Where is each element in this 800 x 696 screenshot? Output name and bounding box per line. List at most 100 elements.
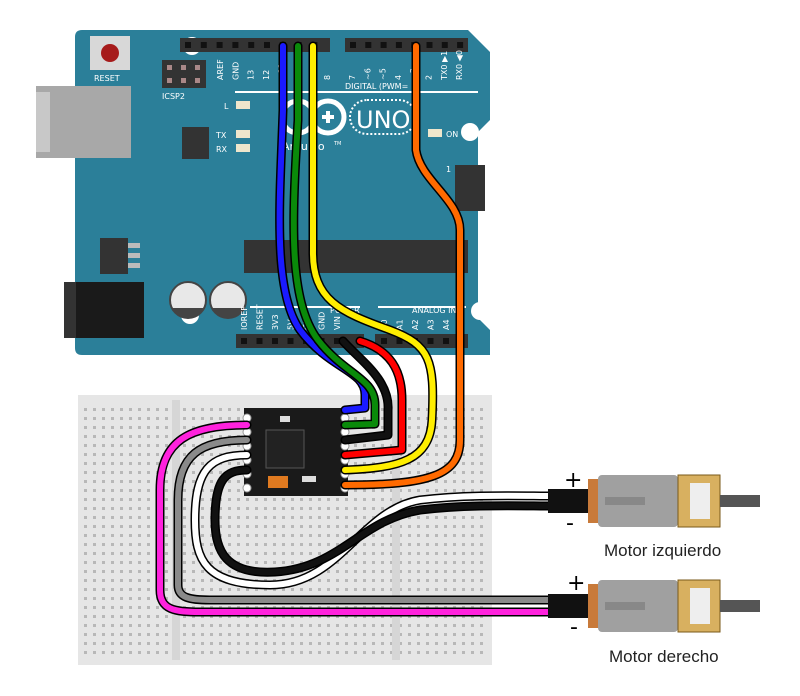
led-tx-label: TX [215,131,227,140]
magenta-wire [157,422,558,615]
led-l-label: L [224,102,229,111]
icsp-label: 1 [446,165,451,174]
white-wire [192,452,558,588]
motor-detail [605,497,645,505]
wires [155,41,560,617]
gearbox-window [690,483,710,519]
motor-right-plus: + [567,571,585,596]
header-pin [232,42,239,48]
power-pin-label: IOREF [240,306,249,330]
digital-pin-label: GND [231,62,240,80]
header-pin [365,42,372,48]
header-pin [264,42,270,48]
header-pin [272,338,278,344]
motor-left-plus: + [564,468,582,493]
digital-pin-label: 4 [394,75,403,80]
icsp-header [455,165,485,211]
led-on-label: ON [446,130,458,139]
power-pin-label: 3V3 [271,314,280,330]
icsp2-label: ICSP2 [162,92,185,101]
header-pin [216,42,223,48]
power-pin-label: VIN [333,316,342,330]
header-pin [381,338,387,344]
digital-pin-label: 12 [262,70,271,80]
header-pin [256,338,263,344]
led-tx [236,130,250,138]
analog-header-label: ANALOG IN [412,306,457,315]
header-pin [287,338,294,344]
motor-left-label: Motor izquierdo [604,541,721,560]
uno-logo-text: UNO [356,106,410,134]
motor-connector [548,594,588,618]
motor-terminal [588,479,598,523]
arduino-uno-board: RESET ICSP2 1 L TX RX ON [36,30,490,355]
red-wire [342,338,405,458]
green-wire [290,43,378,428]
motor-detail [605,602,645,610]
header-pin [334,338,340,344]
black-wire [340,338,392,443]
reset-button[interactable] [90,36,130,70]
header-pin [427,338,434,344]
power-jack [64,282,144,338]
motor-connector [548,489,588,513]
chip [182,127,209,159]
driver-pin [242,483,252,493]
motor-driver-module [242,408,350,496]
motor-shaft [720,600,760,612]
digital-pin-label: 2 [425,75,434,80]
digital-pin-label: 8 [323,75,332,80]
gearbox-window [690,588,710,624]
led-rx-label: RX [216,145,228,154]
motor-terminal [588,584,598,628]
tm-mark: TM [333,141,341,147]
led-on [428,129,442,137]
header-pin [185,42,191,48]
voltage-regulator [100,238,128,274]
orange-wire [342,43,463,488]
header-pin [241,338,247,344]
header-pin [457,42,464,48]
header-pin [248,42,255,48]
digital-pin-label: ~5 [379,68,388,80]
analog-pin-label: A4 [442,319,451,330]
usb-port [36,86,131,158]
header-pin [350,42,356,48]
digital-header-left [180,38,330,52]
digital-header-label: DIGITAL (PWM= ~) [345,82,421,91]
header-pin [441,42,448,48]
motor-right-label: Motor derecho [609,647,719,666]
black-motor-wire [212,467,558,576]
digital-pin-label: TX0 ▶1 [440,51,449,81]
reset-label: RESET [94,74,120,83]
motor-shaft [720,495,760,507]
header-pin [396,338,403,344]
header-pin [395,42,402,48]
digital-header-right [345,38,468,52]
power-pin-label: 5V [287,319,296,330]
power-pin-label: GND [318,312,327,330]
header-pin [380,42,387,48]
motor-left-minus: - [566,511,574,536]
header-pin [443,338,449,344]
power-header [236,334,364,348]
yellow-wire [309,43,436,473]
brand-text: Arduino [282,140,325,153]
motor-right-minus: - [570,615,578,640]
header-pin [426,42,433,48]
analog-pin-label: A1 [396,319,405,330]
analog-pin-label: A2 [411,319,420,330]
digital-pin-label: 7 [348,75,357,80]
led-l [236,101,250,109]
analog-pin-label: A3 [427,319,436,330]
gray-wire [175,437,558,603]
icsp2-header [162,60,206,88]
digital-pin-label: 13 [247,70,256,80]
digital-pin-label: AREF [216,59,225,80]
motor-right [548,579,760,633]
digital-pin-label: RX0 ◀0 [455,50,464,80]
header-pin [200,42,207,48]
power-pin-label: RESET [256,304,265,330]
digital-pin-label: ~6 [363,68,372,80]
